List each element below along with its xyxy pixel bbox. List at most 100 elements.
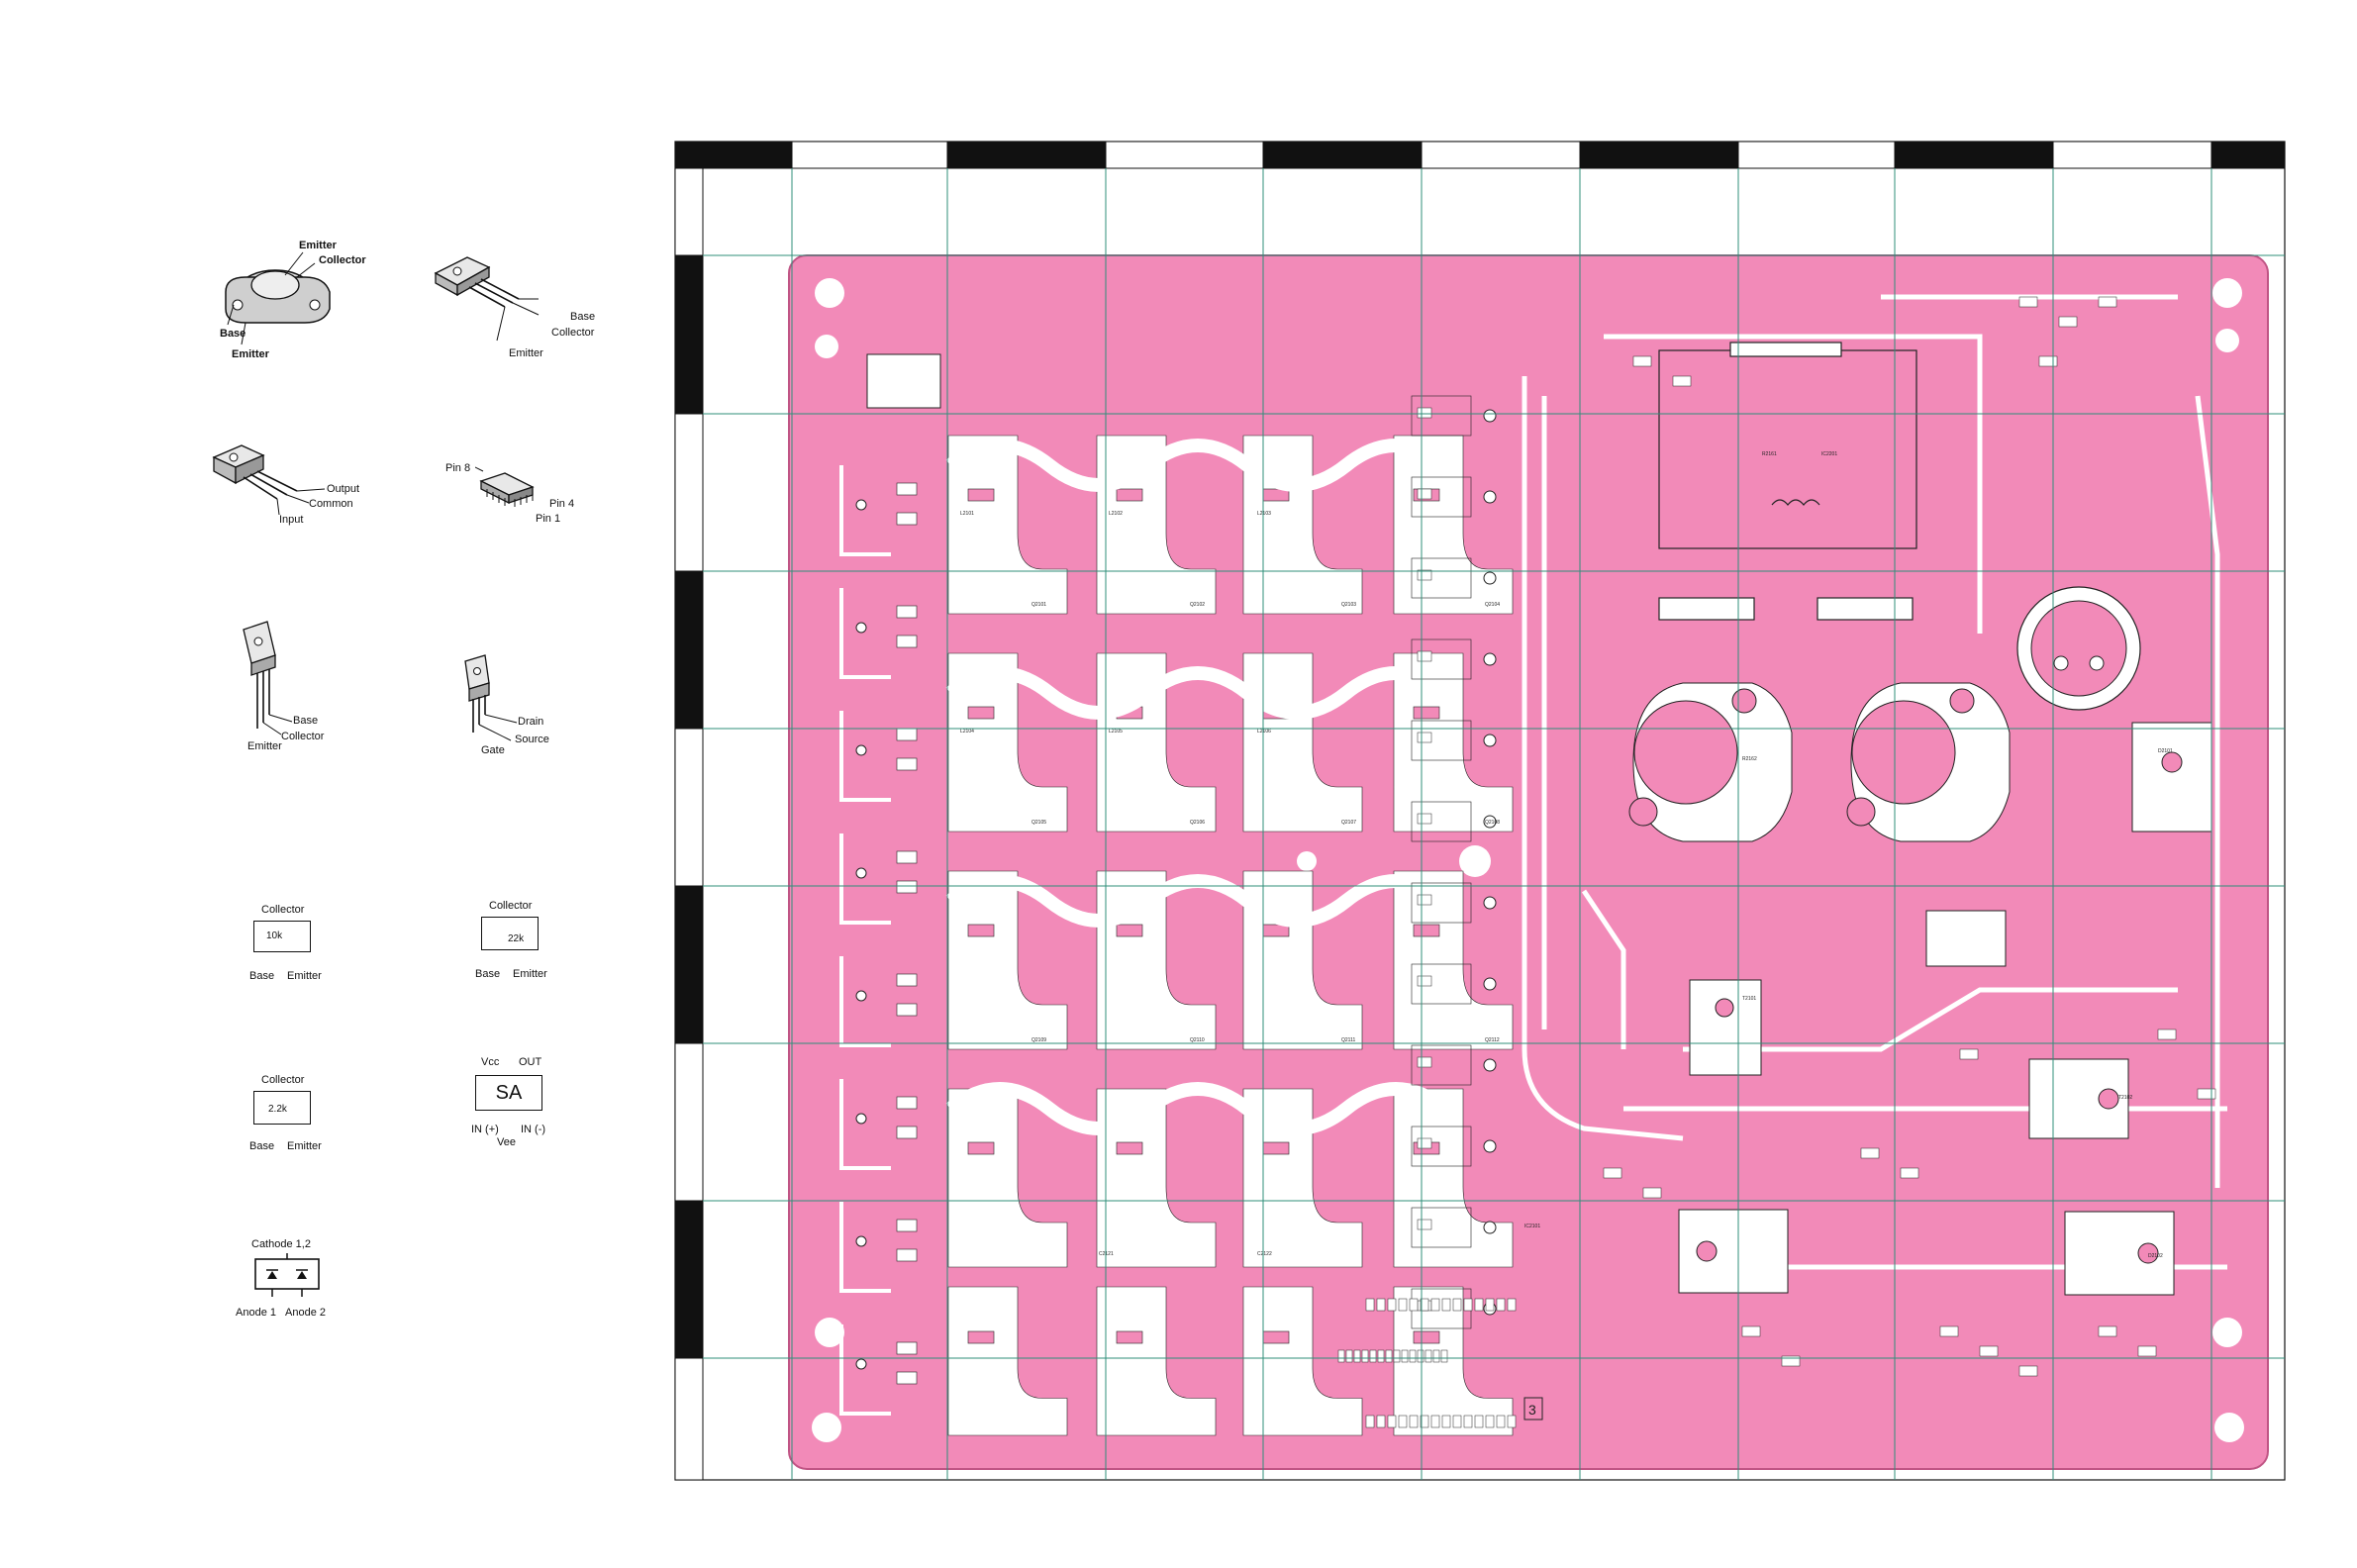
ruler-top-segment xyxy=(2210,141,2286,169)
filter-capacitor xyxy=(2016,586,2141,711)
ruler-top-segment xyxy=(702,141,793,169)
ref-designator: R2162 xyxy=(1742,756,1757,762)
package-legend: Emitter Collector Base Emitter Base Coll… xyxy=(0,0,673,1568)
sip-pin1-label: Pin 1 xyxy=(536,513,561,525)
ref-designator: L2103 xyxy=(1257,511,1271,517)
via xyxy=(855,867,867,879)
smd-part xyxy=(1417,813,1432,825)
ref-designator: Q2110 xyxy=(1190,1037,1205,1043)
ref-designator: D2102 xyxy=(2148,1253,2163,1259)
pad xyxy=(1483,734,1497,747)
sa-opamp-package: SA xyxy=(475,1075,542,1111)
ref-designator: C2122 xyxy=(1257,1251,1272,1257)
connector-pin xyxy=(1385,1349,1393,1363)
ref-designator: Q2106 xyxy=(1190,820,1205,826)
digi2k2-emitter-label: Emitter xyxy=(287,1140,322,1152)
relay-footprint xyxy=(1411,1126,1472,1167)
smd-part xyxy=(1507,1298,1517,1312)
smd-part xyxy=(1781,1355,1801,1367)
input-trace xyxy=(839,465,891,556)
digi22k-emitter-label: Emitter xyxy=(513,968,547,980)
smd-part xyxy=(1116,924,1143,937)
smd-resistor xyxy=(896,1096,918,1110)
smd-part xyxy=(1116,1141,1143,1155)
sa-vee-label: Vee xyxy=(497,1136,516,1148)
digital-transistor-10k: 10k xyxy=(253,921,311,952)
diode-cathode-label: Cathode 1,2 xyxy=(251,1238,311,1250)
ref-designator: Q2104 xyxy=(1485,602,1500,608)
copper-block xyxy=(1242,1088,1363,1268)
smd-part xyxy=(1642,1187,1662,1199)
digi22k-collector-label: Collector xyxy=(489,900,533,912)
smd-part xyxy=(1417,407,1432,419)
smd-part xyxy=(967,488,995,502)
smd-part xyxy=(1463,1415,1473,1428)
smd-part xyxy=(1387,1298,1397,1312)
dual-diode-icon xyxy=(254,1253,320,1297)
connector-pin xyxy=(1432,1349,1440,1363)
smd-part xyxy=(2018,1365,2038,1377)
regulator-icon xyxy=(212,444,326,516)
sa-in-minus-label: IN (-) xyxy=(521,1124,546,1135)
mounting-holes xyxy=(812,278,2244,1442)
smd-resistor xyxy=(896,973,918,987)
input-trace xyxy=(839,833,891,925)
smd-part xyxy=(1430,1298,1440,1312)
input-trace xyxy=(839,588,891,679)
smd-part xyxy=(967,706,995,720)
smd-part xyxy=(2038,355,2058,367)
smd-resistor xyxy=(896,757,918,771)
digital-transistor-2k2: 2.2k xyxy=(253,1091,311,1125)
copper-block xyxy=(1393,870,1514,1050)
copper-block xyxy=(1393,435,1514,615)
connector-pin xyxy=(1369,1349,1377,1363)
ref-designator: Q2101 xyxy=(1031,602,1046,608)
transformer-block xyxy=(1658,342,1917,621)
input-trace xyxy=(839,1202,891,1293)
smd-part xyxy=(1417,488,1432,500)
diode-anode2-label: Anode 2 xyxy=(285,1307,326,1319)
smd-part xyxy=(1420,1415,1429,1428)
regulator-tabs xyxy=(866,353,2212,1296)
ref-designator: Q2107 xyxy=(1341,820,1356,826)
smd-part xyxy=(1116,488,1143,502)
pad xyxy=(1483,1221,1497,1234)
smd-part xyxy=(1365,1415,1375,1428)
pad xyxy=(1483,896,1497,910)
meander-trace xyxy=(945,1082,1450,1135)
smd-part xyxy=(1939,1325,1959,1337)
input-stage-parts xyxy=(839,465,918,1416)
smd-part xyxy=(1409,1298,1419,1312)
regulator-common-label: Common xyxy=(309,498,353,510)
to126-base-label: Base xyxy=(293,715,319,727)
ruler-left-segment xyxy=(674,1042,704,1202)
ruler-left-segment xyxy=(674,254,704,415)
smd-part xyxy=(2197,1088,2216,1100)
pad xyxy=(1483,815,1497,829)
relay-footprint xyxy=(1411,557,1472,599)
to3-transistor-icon xyxy=(225,251,331,345)
copper-block xyxy=(1393,652,1514,833)
copper-block xyxy=(947,870,1068,1050)
diode-anode1-label: Anode 1 xyxy=(236,1307,276,1319)
sa-out-label: OUT xyxy=(519,1056,542,1068)
copper-block xyxy=(1096,1088,1217,1268)
smd-resistor xyxy=(896,1341,918,1355)
smd-part xyxy=(1430,1415,1440,1428)
ruler-top-segment xyxy=(1421,141,1581,169)
ref-designator: L2104 xyxy=(960,729,974,735)
via xyxy=(855,1113,867,1125)
ruler-left-segment xyxy=(674,570,704,730)
connector-pin xyxy=(1424,1349,1432,1363)
smd-resistor xyxy=(896,1219,918,1232)
smd-part xyxy=(1398,1415,1408,1428)
smd-part xyxy=(1376,1415,1386,1428)
ribbon-connector xyxy=(1337,1298,1517,1428)
smd-part xyxy=(1496,1298,1506,1312)
ref-designator: R2161 xyxy=(1762,451,1777,457)
smd-part xyxy=(967,1330,995,1344)
ref-designator: Q2111 xyxy=(1341,1037,1355,1043)
smd-resistor xyxy=(896,635,918,648)
copper-block xyxy=(1096,1286,1217,1436)
